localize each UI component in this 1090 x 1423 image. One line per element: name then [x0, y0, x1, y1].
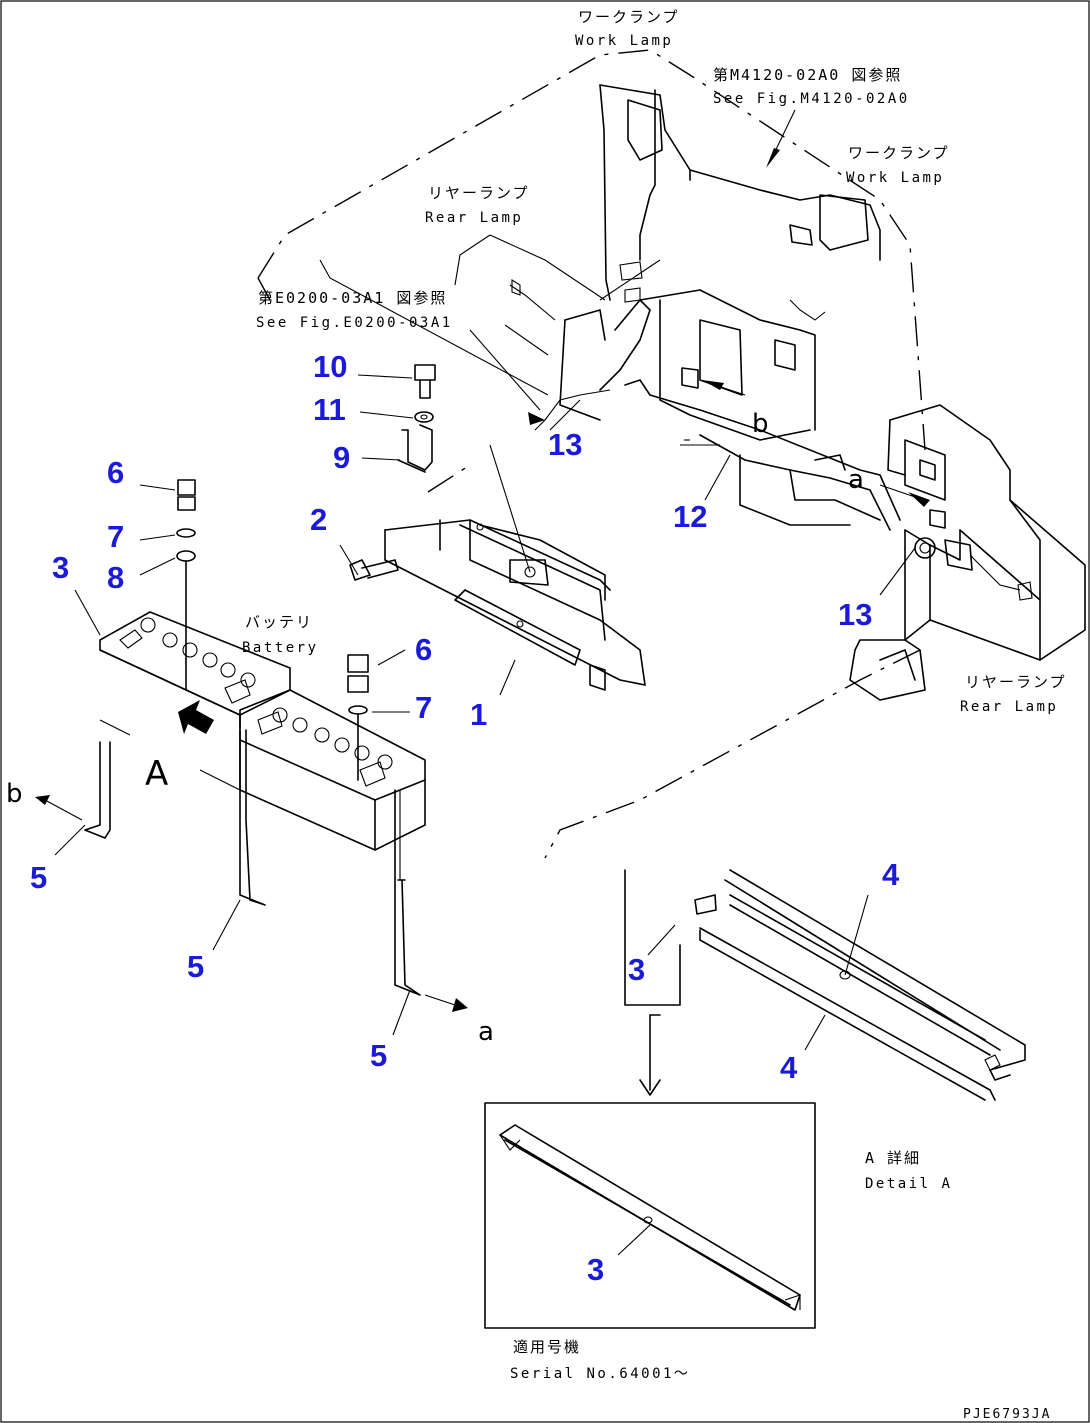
hook-rods — [35, 729, 468, 1012]
callout-3-detail-upper: 3 — [628, 952, 645, 987]
battery-bracket — [384, 519, 646, 691]
see-e0200-jp: 第E0200-03A1 図参照 — [258, 289, 447, 307]
serial-en: Serial No.64001〜 — [510, 1366, 690, 1382]
callout-13-left: 13 — [548, 427, 582, 462]
detail-a-view — [624, 869, 1026, 1101]
callout-4-lower: 4 — [780, 1050, 798, 1085]
detail-a-jp: A 詳細 — [865, 1149, 921, 1167]
see-m4120-en: See Fig.M4120-02A0 — [713, 91, 910, 107]
callout-numbers: 1 2 3 3 3 4 4 5 5 5 6 6 7 7 8 9 10 11 12… — [30, 349, 900, 1287]
bolt-2 — [349, 559, 399, 581]
counterweight-block — [849, 404, 1086, 701]
rear-lamp-left-en: Rear Lamp — [425, 210, 523, 226]
rear-frame-structure — [454, 84, 901, 531]
callout-9: 9 — [333, 440, 350, 475]
work-lamp-right-en: Work Lamp — [846, 170, 944, 186]
see-m4120-jp: 第M4120-02A0 図参照 — [713, 66, 902, 84]
see-e0200-en: See Fig.E0200-03A1 — [256, 315, 453, 331]
callout-4-upper: 4 — [882, 857, 900, 892]
work-lamp-top-jp: ワークランプ — [578, 8, 680, 26]
stay-9-group — [397, 364, 436, 473]
work-lamp-right-jp: ワークランプ — [848, 144, 950, 162]
callout-3-detail-lower: 3 — [587, 1252, 604, 1287]
arrow-b-right-letter: b — [752, 409, 769, 439]
callout-7-left: 7 — [107, 519, 124, 554]
view-a-arrow — [99, 700, 241, 791]
drawing-code: PJE6793JA — [963, 1407, 1051, 1422]
battery-jp: バッテリ — [245, 613, 313, 631]
nut-stack-right — [347, 654, 369, 781]
callout-8: 8 — [107, 560, 124, 595]
rear-lamp-right-en: Rear Lamp — [960, 699, 1058, 715]
callout-5-right: 5 — [370, 1038, 387, 1073]
work-lamp-top-en: Work Lamp — [575, 33, 673, 49]
view-a-letter: A — [145, 754, 168, 794]
callout-5-mid: 5 — [187, 949, 204, 984]
leader-lines — [54, 109, 916, 1256]
arrow-a-left-letter: a — [478, 1017, 494, 1047]
arrow-a-right-letter: a — [848, 465, 864, 495]
detail-a-en: Detail A — [865, 1176, 952, 1192]
battery-right — [239, 689, 426, 851]
callout-13-right: 13 — [838, 597, 872, 632]
nut-stack-left — [176, 479, 196, 691]
section-arrows — [528, 380, 930, 507]
arrow-b-left-letter: b — [6, 779, 23, 809]
callout-6-left: 6 — [107, 455, 124, 490]
callout-7-right: 7 — [415, 690, 432, 725]
callout-1: 1 — [470, 697, 487, 732]
callout-12: 12 — [673, 499, 707, 534]
view-letters: A b a a b — [6, 409, 864, 1047]
rear-lamp-right-jp: リヤーランプ — [965, 673, 1067, 691]
rear-lamp-left-jp: リヤーランプ — [428, 184, 530, 202]
serial-jp: 適用号機 — [513, 1338, 581, 1356]
battery-en: Battery — [242, 640, 319, 656]
text-labels: ワークランプ Work Lamp 第M4120-02A0 図参照 See Fig… — [242, 8, 1067, 1422]
serial-detail-box — [484, 1102, 816, 1329]
callout-5-left: 5 — [30, 860, 47, 895]
callout-3-battery: 3 — [52, 550, 69, 585]
callout-2: 2 — [310, 502, 327, 537]
callout-6-right: 6 — [415, 632, 432, 667]
callout-11: 11 — [313, 392, 346, 427]
callout-10: 10 — [313, 349, 347, 384]
machine-outline — [257, 49, 926, 859]
